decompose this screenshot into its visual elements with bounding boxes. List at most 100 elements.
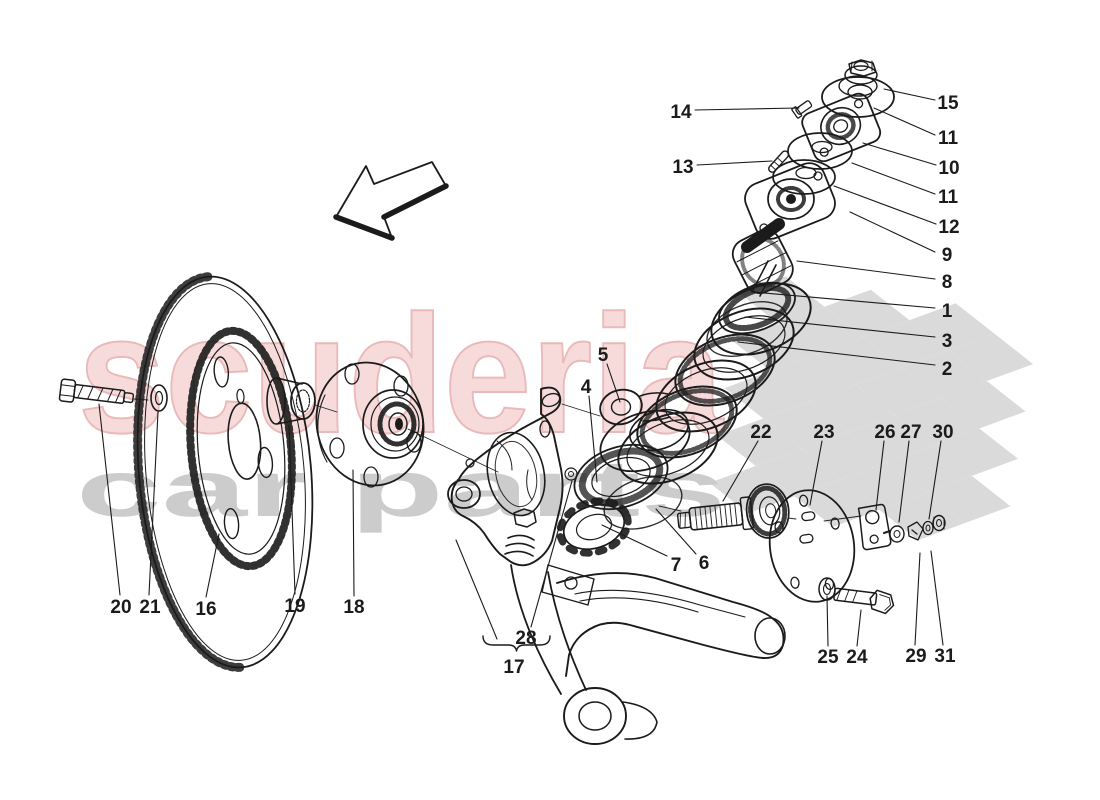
axis-lines xyxy=(133,398,862,522)
leader-line-15 xyxy=(883,88,936,101)
shock-absorber-drawing xyxy=(556,59,895,557)
watermark-brand-text: scuderia xyxy=(78,280,724,468)
bracket-drawing xyxy=(857,503,892,551)
wheel-hub-drawing xyxy=(315,361,425,488)
callout-9: 9 xyxy=(942,245,953,266)
checker-diamond xyxy=(909,303,995,351)
checker-diamond xyxy=(886,445,972,493)
checker-diamond xyxy=(770,354,856,402)
callout-5: 5 xyxy=(598,345,609,366)
leader-line-16 xyxy=(205,533,220,598)
leader-line-29 xyxy=(914,552,921,646)
leader-line-12 xyxy=(833,185,937,225)
leader-line-17 xyxy=(455,539,498,640)
knuckle-upper-boss xyxy=(541,392,561,408)
checker-diamond xyxy=(848,414,934,463)
cover-plate-drawing xyxy=(768,489,856,603)
checker-diamond xyxy=(925,475,1011,524)
castellated-ring xyxy=(556,497,632,557)
callout-30: 30 xyxy=(932,422,953,443)
checker-diamond xyxy=(933,428,1019,476)
leader-line-19 xyxy=(288,424,296,595)
leader-line-8 xyxy=(796,260,936,280)
direction-arrow-icon xyxy=(333,161,449,241)
leader-line-23 xyxy=(809,440,823,506)
callout-12: 12 xyxy=(938,217,959,238)
callout-21: 21 xyxy=(139,597,161,618)
callout-28: 28 xyxy=(515,628,536,649)
leader-line-27 xyxy=(898,440,910,523)
checker-diamond xyxy=(824,289,910,338)
disc-bolt-drawing xyxy=(58,378,135,405)
mount-plate xyxy=(801,92,882,163)
checker-diamond xyxy=(709,465,795,514)
coil-spring xyxy=(617,282,812,485)
leader-line-11 xyxy=(873,107,936,136)
leader-line-25 xyxy=(826,595,829,647)
leader-line-22 xyxy=(722,440,759,502)
leader-line-30 xyxy=(928,440,942,520)
spring-adjuster-rings xyxy=(706,281,796,357)
checker-diamond xyxy=(763,401,849,449)
leader-line-1 xyxy=(752,291,936,309)
checker-diamond xyxy=(816,337,902,385)
checkered-flag-watermark xyxy=(709,276,1034,541)
checker-diamond xyxy=(940,381,1026,429)
brake-disc-drawing xyxy=(133,272,314,672)
callout-3: 3 xyxy=(942,331,953,352)
checker-diamond xyxy=(894,398,980,446)
leader-line-21 xyxy=(148,411,159,596)
washer-drawing xyxy=(150,384,168,412)
upper-mount xyxy=(744,162,836,240)
callout-1: 1 xyxy=(942,301,953,322)
leader-line-28 xyxy=(530,480,573,628)
leader-line-7 xyxy=(601,524,668,557)
callout-2: 2 xyxy=(942,359,953,380)
plate-bolt-drawing xyxy=(833,587,895,615)
callout-4: 4 xyxy=(581,377,592,398)
leader-line-14 xyxy=(694,107,800,111)
checker-diamond xyxy=(755,448,841,497)
callout-13: 13 xyxy=(672,157,693,178)
callout-7: 7 xyxy=(671,555,682,576)
leader-line-3 xyxy=(744,316,936,338)
top-nut xyxy=(838,59,878,97)
small-hardware-drawing xyxy=(883,514,946,543)
callout-8: 8 xyxy=(942,272,953,293)
callout-27: 27 xyxy=(900,422,921,443)
callout-19: 19 xyxy=(284,596,305,617)
steering-knuckle-drawing xyxy=(447,386,578,567)
leader-line-2 xyxy=(737,341,936,366)
leader-line-18 xyxy=(352,469,355,597)
callout-20: 20 xyxy=(110,597,131,618)
checker-diamond xyxy=(724,371,810,419)
callout-16: 16 xyxy=(195,599,216,620)
leader-line-26 xyxy=(875,440,885,511)
callout-6: 6 xyxy=(699,553,710,574)
checker-diamond xyxy=(948,333,1034,382)
callout-22: 22 xyxy=(750,422,771,443)
leader-line-5 xyxy=(606,363,621,403)
callout-15: 15 xyxy=(937,93,959,114)
callout-29: 29 xyxy=(905,646,926,667)
callout-14: 14 xyxy=(670,102,692,123)
arm-rear-bushing xyxy=(754,617,786,655)
callout-26: 26 xyxy=(874,422,895,443)
callout-leader-lines xyxy=(98,88,944,652)
checker-diamond xyxy=(901,350,987,399)
leader-line-11 xyxy=(851,162,936,195)
callout-11: 11 xyxy=(938,128,959,149)
leader-line-13 xyxy=(696,160,773,166)
arm-front-bushing xyxy=(563,687,627,745)
callout-25: 25 xyxy=(817,647,839,668)
group-brace-17 xyxy=(482,635,551,652)
callout-23: 23 xyxy=(813,422,834,443)
leader-line-31 xyxy=(930,550,944,646)
checker-diamond xyxy=(840,462,926,510)
callout-11: 11 xyxy=(938,187,959,208)
dome-washer xyxy=(821,76,895,118)
checker-diamond xyxy=(855,367,941,415)
